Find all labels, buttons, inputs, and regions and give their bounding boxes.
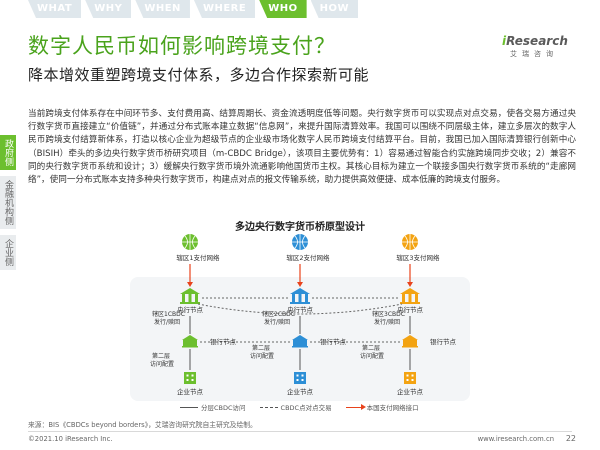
tab-what[interactable]: WHAT — [28, 0, 82, 18]
jurisdiction-2-column: 辖区2支付网络 央行节点 辖区2CBDC 发行/赎回 银行节点 企业节点 — [262, 234, 347, 396]
logo-subtitle: 艾瑞咨询 — [510, 50, 558, 58]
bank-icon — [402, 335, 418, 348]
globe-icon — [292, 234, 308, 250]
commercial-bank-node-1: 银行节点 — [210, 337, 237, 346]
commercial-bank-node-2: 银行节点 — [320, 337, 347, 346]
commercial-bank-node-3: 银行节点 — [430, 337, 457, 346]
bank-icon — [182, 335, 198, 348]
tab-where[interactable]: WHERE — [193, 0, 256, 18]
enterprise-node-1: 企业节点 — [177, 387, 204, 396]
central-bank-node-1: 央行节点 — [177, 305, 204, 314]
tab-who[interactable]: WHO — [259, 0, 307, 18]
diagram-legend: 分层CBDC访问 CBDC点对点交易 本国支付网络接口 — [180, 402, 419, 412]
network-label-2: 辖区2支付网络 — [286, 253, 330, 262]
enterprise-icon — [294, 372, 306, 384]
body-paragraph: 当前跨境支付体系存在中间环节多、支付费用高、结算周期长、资金流透明度低等问题。央… — [28, 109, 576, 186]
section-sidebar: 政府侧 金融机构侧 企业侧 — [0, 135, 16, 276]
footer-copyright: ©2021.10 iResearch Inc. — [28, 435, 113, 443]
logo-wordmark: iResearch — [502, 34, 568, 48]
jurisdiction-1-column: 辖区1支付网络 央行节点 辖区1CBDC 发行/赎回 银行节点 企业节点 — [152, 234, 237, 396]
jurisdiction-3-column: 辖区3支付网络 央行节点 辖区3CBDC 发行/赎回 银行节点 企业节点 — [372, 234, 457, 396]
bank-icon — [180, 288, 200, 304]
tier2-label-3a: 第二层 — [362, 344, 380, 352]
enterprise-node-2: 企业节点 — [287, 387, 314, 396]
bank-icon — [292, 335, 308, 348]
network-label-1: 辖区1支付网络 — [176, 253, 220, 262]
bank-icon — [400, 288, 420, 304]
page-title: 数字人民币如何影响跨境支付？ — [28, 34, 336, 58]
enterprise-icon — [404, 372, 416, 384]
issue-label-3a: 辖区3CBDC — [372, 310, 405, 318]
network-label-3: 辖区3支付网络 — [396, 253, 440, 262]
footer-divider — [28, 431, 572, 432]
tab-when[interactable]: WHEN — [135, 0, 190, 18]
p2p-links — [197, 297, 403, 343]
legend-tiered-access: 分层CBDC访问 — [180, 402, 246, 412]
enterprise-icon — [184, 372, 196, 384]
bank-icon — [290, 288, 310, 304]
globe-icon — [402, 234, 418, 250]
central-bank-node-2: 央行节点 — [287, 305, 314, 314]
page-number: 22 — [565, 434, 576, 443]
tier2-label-1b: 访问配置 — [150, 360, 174, 368]
tab-why[interactable]: WHY — [85, 0, 132, 18]
arrow-icon — [345, 403, 366, 410]
mcbdc-diagram: 辖区1支付网络 央行节点 辖区1CBDC 发行/赎回 银行节点 企业节点 — [130, 234, 470, 401]
sidebar-item-government[interactable]: 政府侧 — [0, 135, 16, 170]
sidebar-item-financial[interactable]: 金融机构侧 — [0, 176, 16, 229]
issue-label-1a: 辖区1CBDC — [152, 310, 185, 318]
tab-how[interactable]: HOW — [310, 0, 359, 18]
top-tabs: WHAT WHY WHEN WHERE WHO HOW — [28, 0, 359, 18]
page-subtitle: 降本增效重塑跨境支付体系，多边合作探索新可能 — [28, 66, 370, 84]
enterprise-node-3: 企业节点 — [397, 387, 424, 396]
globe-icon — [182, 234, 198, 250]
legend-interface: 本国支付网络接口 — [345, 402, 419, 412]
issue-label-1b: 发行/赎回 — [154, 318, 180, 326]
tier2-label-2b: 访问配置 — [250, 352, 274, 360]
legend-p2p: CBDC点对点交易 — [259, 402, 332, 412]
source-note: 来源：BIS《CBDCs beyond borders》，艾瑞咨询研究院自主研究… — [28, 421, 257, 429]
iresearch-logo: iResearch 艾瑞咨询 — [502, 34, 568, 59]
dashed-line-icon — [259, 406, 278, 408]
tier2-label-1a: 第二层 — [152, 352, 170, 360]
central-bank-node-3: 央行节点 — [397, 305, 424, 314]
sidebar-item-enterprise[interactable]: 企业侧 — [0, 235, 16, 270]
footer-website[interactable]: www.iresearch.com.cn — [477, 435, 554, 443]
issue-label-3b: 发行/赎回 — [374, 318, 400, 326]
solid-line-icon — [180, 406, 198, 408]
tier2-label-2a: 第二层 — [252, 344, 270, 352]
tier2-label-3b: 访问配置 — [360, 352, 384, 360]
figure-title: 多边央行数字货币桥原型设计 — [235, 222, 365, 233]
issue-label-2b: 发行/赎回 — [264, 318, 290, 326]
